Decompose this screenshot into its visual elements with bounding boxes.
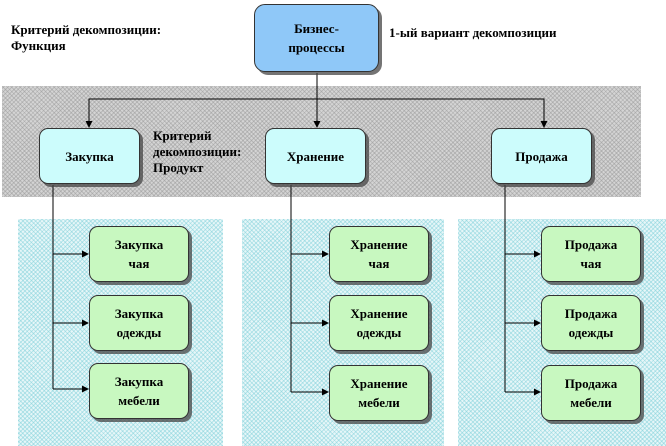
leaf-node-hranenie-odezhdy[interactable]: Хранение одежды — [329, 295, 429, 351]
category-node-label: Закупка — [65, 148, 114, 164]
leaf-node-prodazha-chaya[interactable]: Продажа чая — [541, 226, 641, 282]
leaf-node-line1: Хранение — [350, 376, 408, 391]
variant-label: 1-ый вариант декомпозиции — [389, 25, 557, 40]
leaf-node-zakupka-odezhdy[interactable]: Закупка одежды — [89, 295, 189, 351]
leaf-node-line2: одежды — [116, 325, 162, 340]
leaf-node-zakupka-mebeli[interactable]: Закупка мебели — [89, 363, 189, 419]
leaf-node-line2: чая — [368, 256, 390, 271]
leaf-node-line1: Закупка — [114, 306, 164, 321]
leaf-node-prodazha-odezhdy[interactable]: Продажа одежды — [541, 295, 641, 351]
root-node-business-processes[interactable]: Бизнес- процессы — [254, 4, 379, 72]
leaf-node-line2: чая — [580, 256, 602, 271]
leaf-node-line2: одежды — [356, 325, 402, 340]
category-node-label: Продажа — [515, 148, 568, 164]
leaf-node-line1: Закупка — [114, 237, 164, 252]
leaf-node-line1: Хранение — [350, 237, 408, 252]
leaf-node-zakupka-chaya[interactable]: Закупка чая — [89, 226, 189, 282]
leaf-node-hranenie-chaya[interactable]: Хранение чая — [329, 226, 429, 282]
leaf-node-line1: Продажа — [564, 237, 618, 252]
leaf-node-line1: Продажа — [564, 376, 618, 391]
leaf-node-line2: мебели — [118, 393, 160, 408]
leaf-node-prodazha-mebeli[interactable]: Продажа мебели — [541, 365, 641, 421]
leaf-node-line1: Закупка — [114, 374, 164, 389]
category-node-zakupka[interactable]: Закупка — [39, 128, 140, 184]
criterion-function-label: Критерий декомпозиции: Функция — [11, 22, 162, 53]
category-node-label: Хранение — [286, 148, 345, 164]
leaf-node-line2: мебели — [358, 395, 400, 410]
root-node-line1: Бизнес- — [294, 21, 339, 36]
leaf-node-line1: Продажа — [564, 306, 618, 321]
root-to-prodazha-arrow — [317, 98, 548, 128]
criterion-product-label: Критерий декомпозиции: Продукт — [153, 128, 242, 175]
leaf-node-line2: одежды — [568, 325, 614, 340]
leaf-node-line2: мебели — [570, 395, 612, 410]
root-to-zakupka-arrow — [85, 98, 317, 128]
category-node-prodazha[interactable]: Продажа — [491, 128, 592, 184]
leaf-node-hranenie-mebeli[interactable]: Хранение мебели — [329, 365, 429, 421]
leaf-node-line2: чая — [128, 256, 150, 271]
leaf-node-line1: Хранение — [350, 306, 408, 321]
root-node-line2: процессы — [288, 40, 345, 55]
category-node-hranenie[interactable]: Хранение — [265, 128, 366, 184]
